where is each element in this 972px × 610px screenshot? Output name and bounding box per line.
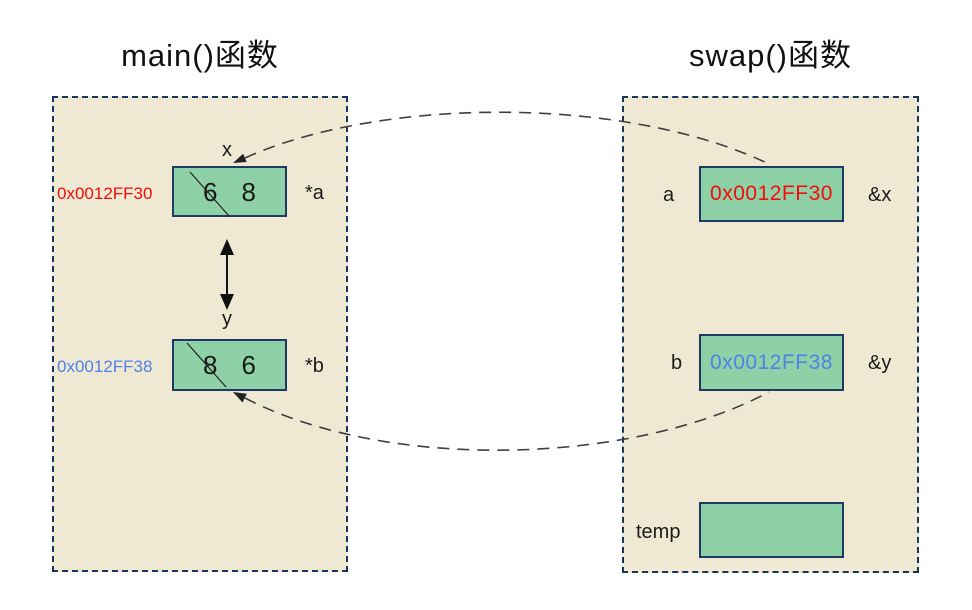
var-x-memory-cell: 6 8: [172, 166, 287, 217]
param-b-ref-label: &y: [868, 352, 892, 374]
param-a-label: a: [663, 184, 675, 206]
var-y-memory-cell: 8 6: [172, 339, 287, 391]
var-y-old-value: 8: [203, 350, 218, 380]
var-y-new-value: 6: [241, 350, 256, 380]
temp-memory-cell: [699, 502, 844, 558]
param-a-value: 0x0012FF30: [710, 182, 833, 205]
param-b-memory-cell: 0x0012FF38: [699, 334, 844, 391]
var-x-new-value: 8: [241, 176, 256, 207]
param-a-memory-cell: 0x0012FF30: [699, 166, 844, 222]
swap-function-title: swap()函数: [688, 38, 852, 73]
temp-label: temp: [636, 521, 681, 543]
param-b-label: b: [671, 352, 683, 374]
param-b-value: 0x0012FF38: [710, 350, 833, 374]
var-y-deref-label: *b: [305, 355, 324, 377]
var-y-label: y: [222, 308, 232, 330]
var-x-address: 0x0012FF30: [57, 184, 153, 203]
main-function-title: main()函数: [121, 38, 279, 73]
param-a-ref-label: &x: [868, 184, 892, 206]
var-y-address: 0x0012FF38: [57, 357, 153, 376]
var-x-deref-label: *a: [305, 182, 324, 204]
var-x-label: x: [222, 139, 232, 161]
var-x-old-value: 6: [203, 176, 218, 207]
